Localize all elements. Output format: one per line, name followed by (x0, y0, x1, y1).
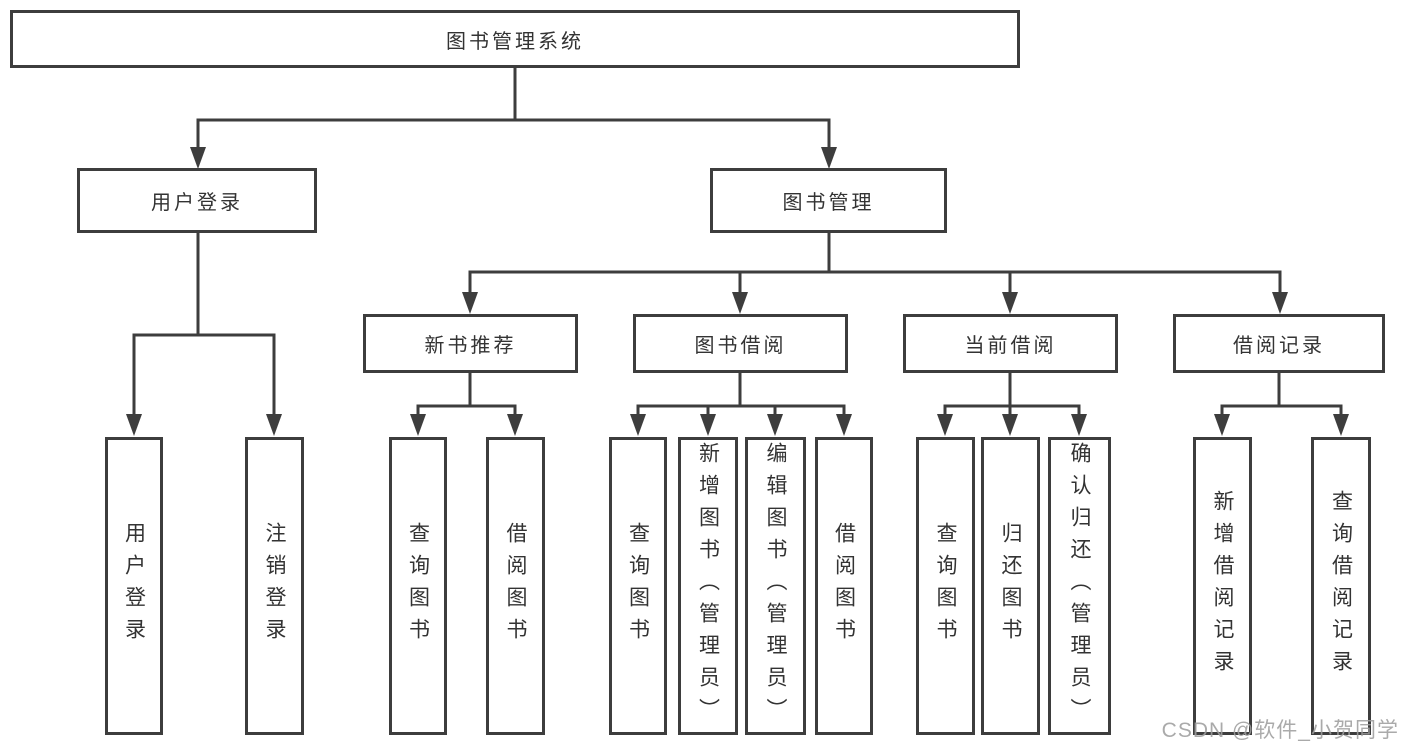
arrow-down-icon (821, 147, 837, 169)
connector-current-borrow-to-children (943, 371, 1081, 420)
leaf-return-books: 归还图书 (981, 437, 1040, 735)
arrow-down-icon (937, 414, 953, 436)
node-root: 图书管理系统 (10, 10, 1020, 68)
leaf-query-books-recommend: 查询图书 (389, 437, 447, 735)
leaf-confirm-return-admin: 确认归还（管理员） (1048, 437, 1111, 735)
node-book-borrowing-label: 图书借阅 (694, 335, 787, 357)
connector-book-management-to-level3 (468, 231, 1282, 298)
node-book-management: 图书管理 (710, 168, 947, 233)
leaf-borrow-books-recommend-label: 借阅图书 (504, 522, 527, 650)
leaf-borrow-books-label: 借阅图书 (832, 522, 856, 650)
arrow-down-icon (1071, 414, 1087, 436)
csdn-watermark: CSDN @软件_小贺同学 (1161, 719, 1399, 742)
arrow-down-icon (1214, 414, 1230, 436)
node-new-book-recommendation-label: 新书推荐 (424, 335, 517, 357)
arrow-down-icon (462, 292, 478, 314)
arrow-down-icon (1272, 292, 1288, 314)
arrow-down-icon (1002, 414, 1018, 436)
connector-root-to-level2 (196, 66, 831, 152)
arrow-down-icon (190, 147, 206, 169)
leaf-borrow-books: 借阅图书 (815, 437, 873, 735)
leaf-add-borrow-record: 新增借阅记录 (1193, 437, 1252, 735)
leaf-user-login: 用户登录 (105, 437, 163, 735)
arrow-down-icon (700, 414, 716, 436)
leaf-edit-book-admin-label: 编辑图书（管理员） (764, 442, 787, 730)
node-user-login: 用户登录 (77, 168, 317, 233)
leaf-edit-book-admin: 编辑图书（管理员） (745, 437, 806, 735)
arrow-down-icon (266, 414, 282, 436)
leaf-logout-label: 注销登录 (263, 522, 286, 650)
leaf-query-books-current: 查询图书 (916, 437, 975, 735)
leaf-confirm-return-admin-label: 确认归还（管理员） (1068, 442, 1091, 730)
leaf-add-borrow-record-label: 新增借阅记录 (1211, 490, 1234, 682)
arrow-down-icon (732, 292, 748, 314)
leaf-query-books-recommend-label: 查询图书 (406, 522, 430, 650)
connector-book-borrow-to-children (636, 371, 846, 420)
node-borrowing-records: 借阅记录 (1173, 314, 1385, 373)
connector-user-login-to-children (132, 231, 276, 420)
arrow-down-icon (836, 414, 852, 436)
node-current-borrowing: 当前借阅 (903, 314, 1118, 373)
node-root-label: 图书管理系统 (446, 30, 584, 53)
node-current-borrowing-label: 当前借阅 (964, 335, 1057, 357)
node-new-book-recommendation: 新书推荐 (363, 314, 578, 373)
leaf-borrow-books-recommend: 借阅图书 (486, 437, 545, 735)
leaf-query-borrow-record-label: 查询借阅记录 (1329, 490, 1353, 682)
connector-borrow-records-to-children (1220, 371, 1343, 420)
arrow-down-icon (1002, 292, 1018, 314)
leaf-query-borrow-record: 查询借阅记录 (1311, 437, 1371, 735)
arrow-down-icon (126, 414, 142, 436)
leaf-logout: 注销登录 (245, 437, 304, 735)
node-book-management-label: 图书管理 (782, 192, 875, 214)
arrow-down-icon (410, 414, 426, 436)
leaf-user-login-label: 用户登录 (122, 522, 146, 650)
arrow-down-icon (767, 414, 783, 436)
connector-new-book-to-children (416, 371, 517, 420)
leaf-add-book-admin-label: 新增图书（管理员） (696, 442, 720, 730)
node-book-borrowing: 图书借阅 (633, 314, 848, 373)
leaf-query-books-borrow-label: 查询图书 (626, 522, 650, 650)
arrow-down-icon (630, 414, 646, 436)
leaf-return-books-label: 归还图书 (999, 522, 1022, 650)
leaf-query-books-borrow: 查询图书 (609, 437, 667, 735)
arrow-down-icon (1333, 414, 1349, 436)
arrow-down-icon (507, 414, 523, 436)
leaf-query-books-current-label: 查询图书 (934, 522, 957, 650)
node-user-login-label: 用户登录 (151, 192, 243, 214)
leaf-add-book-admin: 新增图书（管理员） (678, 437, 738, 735)
node-borrowing-records-label: 借阅记录 (1233, 335, 1325, 357)
